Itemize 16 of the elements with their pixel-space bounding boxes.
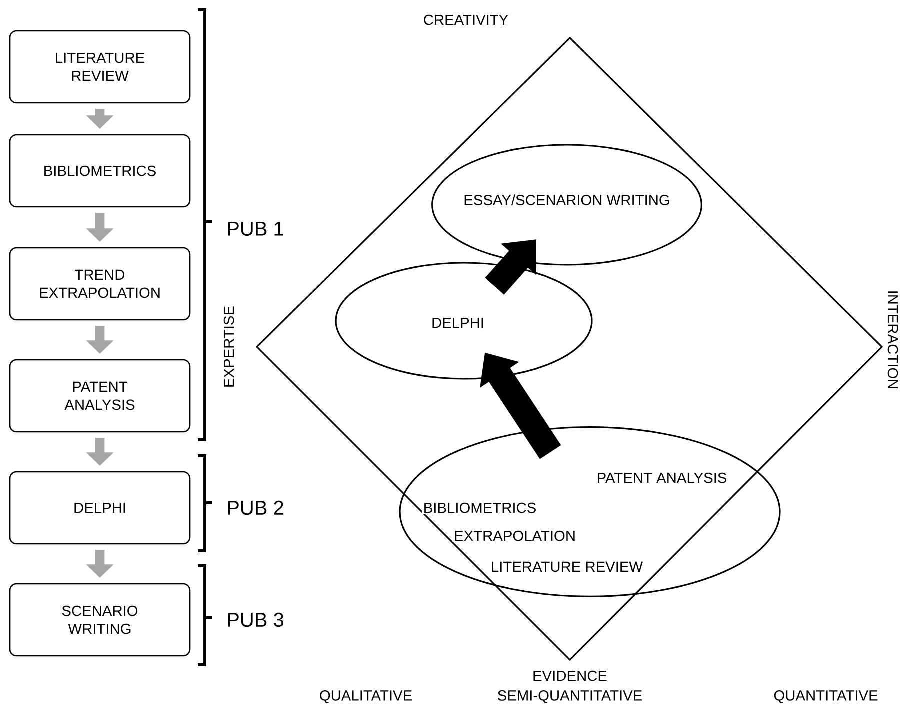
- process-box: TREND EXTRAPOLATION: [9, 247, 191, 321]
- axis-label: INTERACTION: [888, 292, 898, 388]
- bracket-label: PUB 3: [228, 612, 284, 628]
- axis-label: EVIDENCE: [534, 670, 607, 682]
- process-box: BIBLIOMETRICS: [9, 134, 191, 208]
- axis-label: SEMI-QUANTITATIVE: [498, 690, 642, 704]
- axis-label: QUALITATIVE: [320, 690, 412, 704]
- axis-label: EXPERTISE: [224, 306, 234, 387]
- process-box: PATENT ANALYSIS: [9, 359, 191, 433]
- axis-label: CREATIVITY: [424, 14, 508, 26]
- bracket-label: PUB 1: [228, 222, 284, 236]
- process-box: DELPHI: [9, 471, 191, 545]
- bracket-label: PUB 2: [228, 500, 284, 516]
- axis-label: QUANTITATIVE: [774, 690, 878, 704]
- process-box: LITERATURE REVIEW: [9, 30, 191, 104]
- process-box: SCENARIO WRITING: [9, 583, 191, 657]
